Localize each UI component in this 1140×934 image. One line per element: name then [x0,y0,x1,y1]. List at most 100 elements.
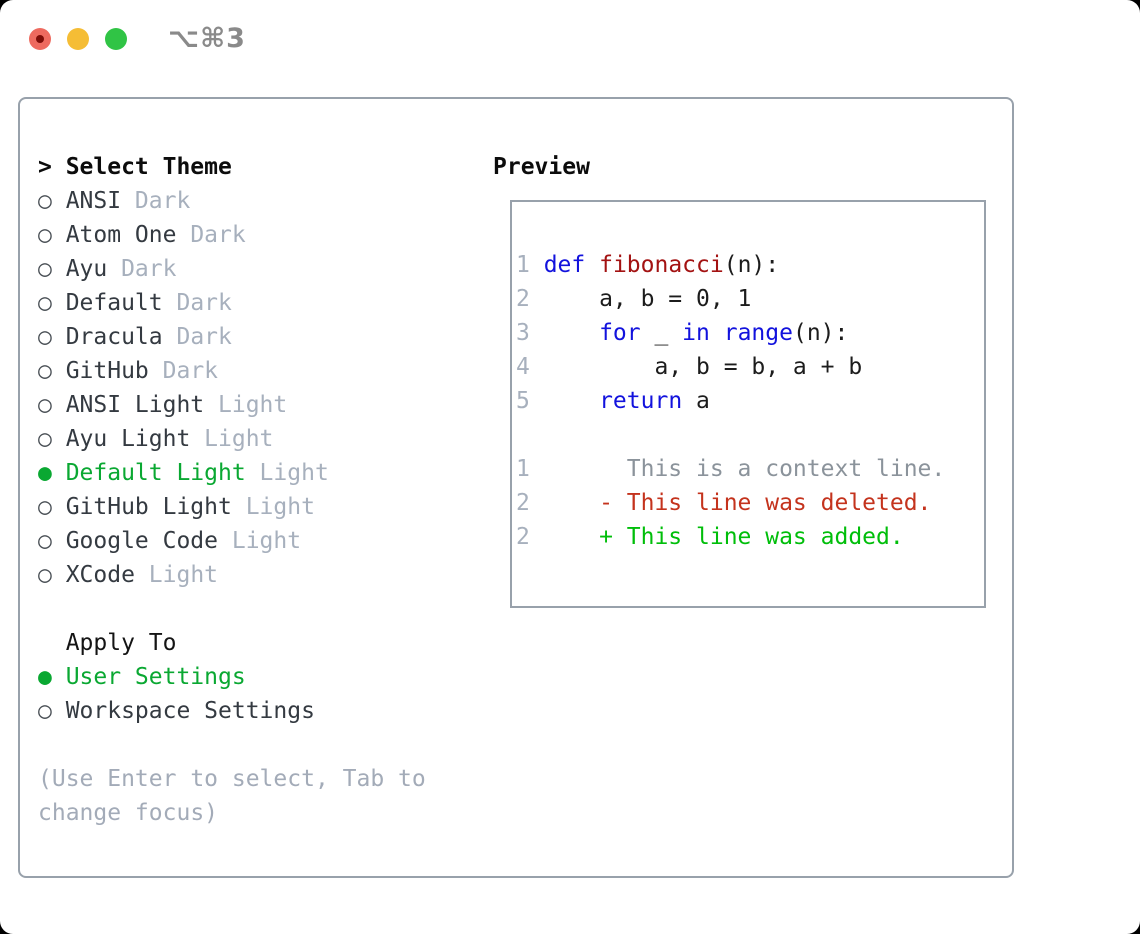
code-line: 3 for _ in range(n): [516,316,984,350]
radio-icon: ○ [38,188,52,214]
theme-option[interactable]: ○ Dracula Dark [38,320,426,354]
code-token: + This line was added. [543,524,904,550]
radio-icon: ○ [38,426,52,452]
theme-tag: Dark [162,290,232,316]
code-token: _ [640,320,683,346]
select-theme-header-label: Select Theme [65,154,232,180]
line-number: 2 [516,286,530,312]
theme-option[interactable]: ○ ANSI Dark [38,184,426,218]
theme-name: ANSI Light [65,392,205,418]
line-number: 1 [516,456,530,482]
code-line: 5 return a [516,384,984,418]
theme-name: XCode [65,562,135,588]
theme-name: Google Code [65,528,219,554]
apply-to-option[interactable]: ○ Workspace Settings [38,694,426,728]
code-token [585,252,599,278]
code-token: a, b = b, a + b [543,354,863,380]
theme-tag: Light [218,528,302,554]
code-token: This is a context line. [543,456,946,482]
theme-name: GitHub Light [65,494,232,520]
theme-option[interactable]: ○ GitHub Light Light [38,490,426,524]
theme-name: ANSI [65,188,122,214]
radio-icon: ○ [38,392,52,418]
apply-to-option[interactable]: ●User Settings [38,660,426,694]
apply-to-name: Workspace Settings [65,698,315,724]
theme-option[interactable]: ○ ANSI Light Light [38,388,426,422]
theme-tag: Dark [148,358,219,384]
code-token: for [599,320,641,346]
code-line: 2 + This line was added. [516,520,984,554]
theme-tag: Dark [121,188,191,214]
theme-option[interactable]: ○ Ayu Dark [38,252,426,286]
keyboard-shortcut-label: ⌥⌘3 [168,23,246,54]
code-token: return [599,388,683,414]
close-button-dot-icon [36,35,44,43]
radio-icon: ● [38,664,52,690]
theme-option[interactable]: ● Default Light Light [38,456,426,490]
theme-name: Ayu Light [65,426,191,452]
radio-icon: ○ [38,528,52,554]
radio-icon: ○ [38,562,52,588]
theme-option[interactable]: ○ Default Dark [38,286,426,320]
radio-icon: ○ [38,256,52,282]
help-text-line: (Use Enter to select, Tab to [38,766,426,792]
code-token: a, b = 0, 1 [543,286,752,312]
close-button[interactable] [29,28,51,50]
apply-to-header-label: Apply To [65,630,177,656]
theme-option[interactable]: ○ XCode Light [38,558,426,592]
code-token: (n): [792,320,849,346]
code-token: range [723,320,793,346]
theme-option[interactable]: ○ Atom One Dark [38,218,426,252]
code-token: (n): [723,252,780,278]
theme-tag: Light [134,562,219,588]
line-number: 2 [516,490,530,516]
line-number: 4 [516,354,530,380]
code-line: 2 a, b = 0, 1 [516,282,984,316]
code-line: 4 a, b = b, a + b [516,350,984,384]
radio-icon: ● [38,460,52,486]
theme-name: Ayu [65,256,108,282]
theme-tag: Light [245,460,329,486]
apply-to-header: Apply To [38,626,426,660]
select-theme-header: > Select Theme [38,150,426,184]
theme-tag: Dark [162,324,232,350]
spacer [38,592,426,626]
line-number: 5 [516,388,530,414]
radio-icon: ○ [38,290,52,316]
theme-name: Atom One [65,222,177,248]
zoom-button[interactable] [105,28,127,50]
code-token: def [543,252,586,278]
radio-icon: ○ [38,324,52,350]
minimize-button[interactable] [67,28,89,50]
radio-icon: ○ [38,358,52,384]
theme-tag: Light [231,494,315,520]
theme-tag: Dark [107,256,177,282]
theme-tag: Dark [176,222,246,248]
radio-icon: ○ [38,222,52,248]
radio-icon: ○ [38,494,52,520]
theme-option[interactable]: ○ GitHub Dark [38,354,426,388]
line-number: 1 [516,252,530,278]
cursor-marker: > [38,154,52,180]
theme-tag: Light [204,392,288,418]
theme-name: Dracula [65,324,163,350]
theme-tag: Light [190,426,274,452]
theme-option[interactable]: ○ Ayu Light Light [38,422,426,456]
code-line: 1 def fibonacci(n): [516,248,984,282]
code-token: fibonacci [599,252,724,278]
code-token: in [682,320,710,346]
theme-option[interactable]: ○ Google Code Light [38,524,426,558]
line-number: 3 [516,320,530,346]
code-token: - This line was deleted. [543,490,932,516]
radio-icon: ○ [38,698,52,724]
theme-name: Default [65,290,163,316]
theme-name: Default Light [65,460,246,486]
code-line: 2 - This line was deleted. [516,486,984,520]
theme-name: GitHub [65,358,149,384]
code-line: 1 This is a context line. [516,452,984,486]
apply-to-list: ●User Settings ○ Workspace Settings [38,660,426,728]
code-line [516,418,984,452]
code-token [544,388,599,414]
